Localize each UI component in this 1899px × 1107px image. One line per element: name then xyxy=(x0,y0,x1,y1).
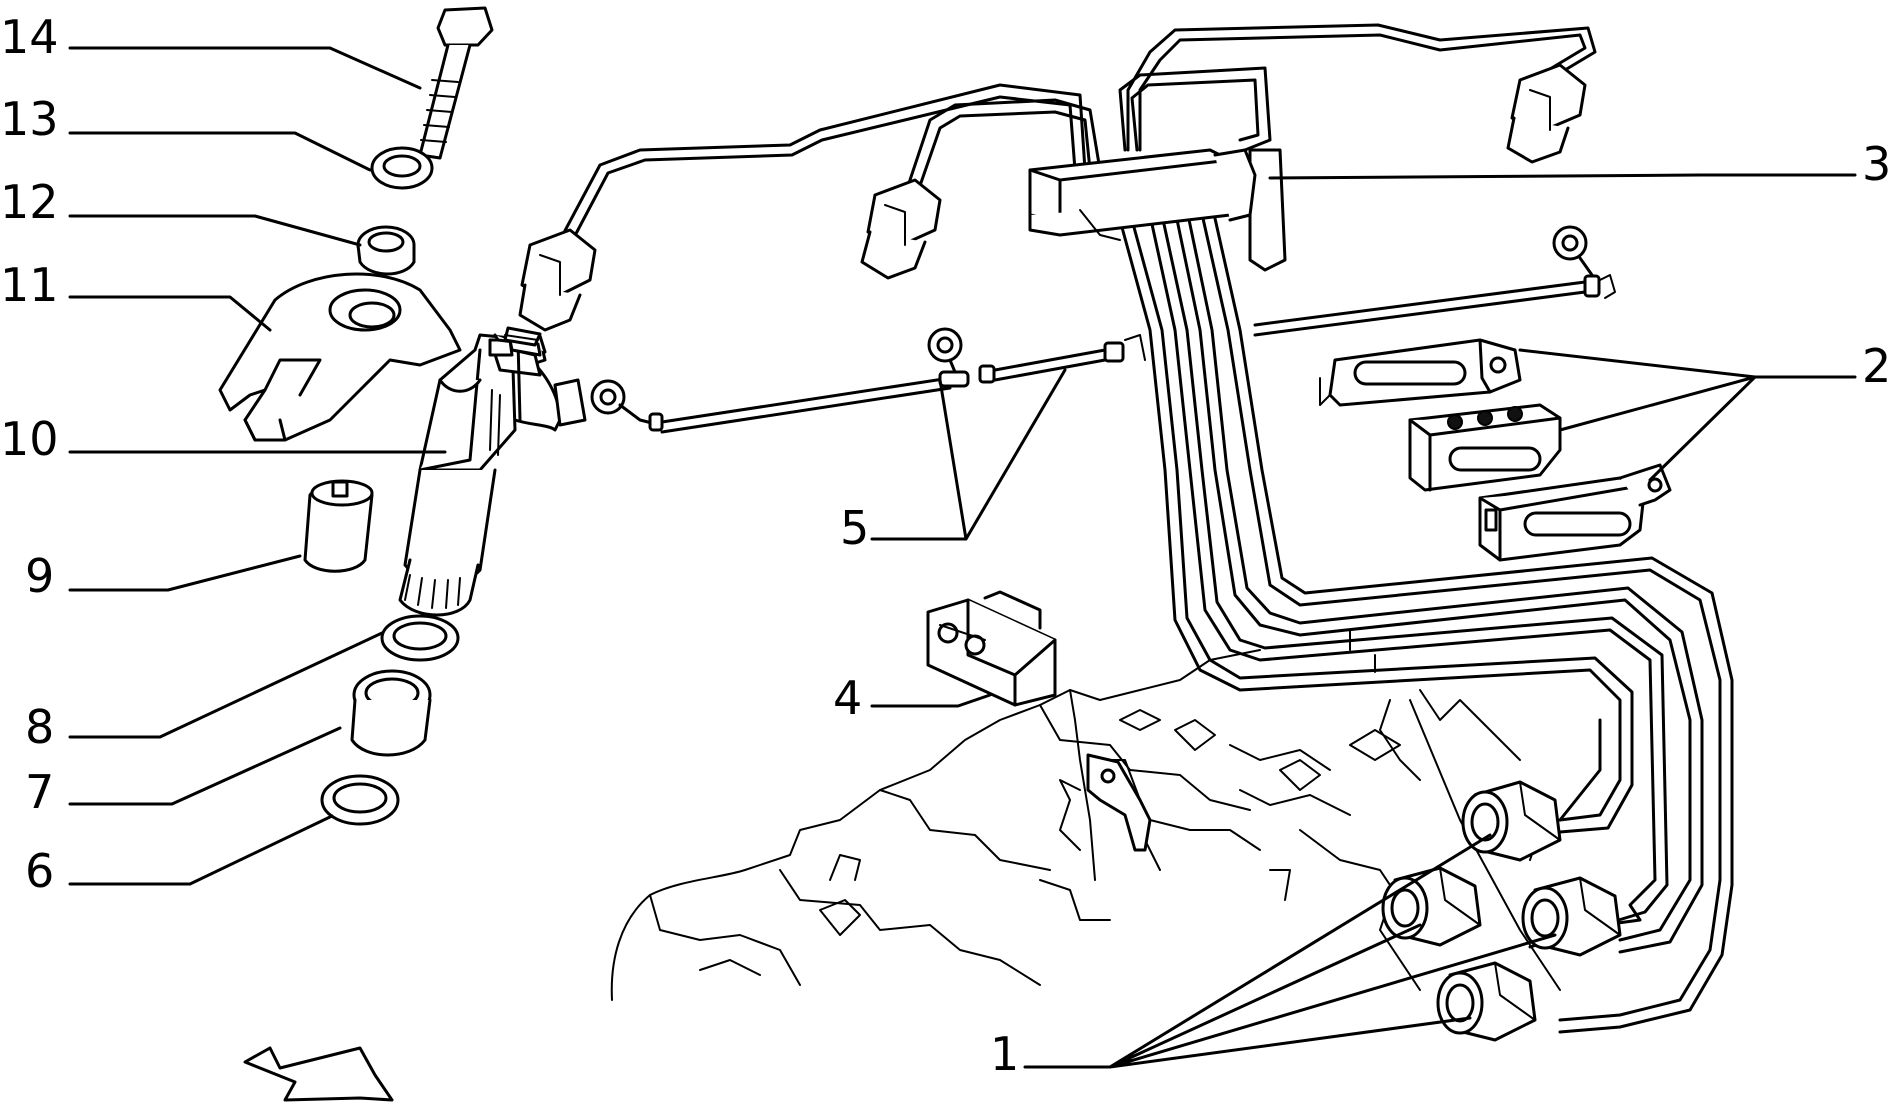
leader-lines xyxy=(68,46,1857,1069)
callout-4: 4 xyxy=(833,671,862,725)
engine-block xyxy=(610,649,1561,1001)
connector-1a xyxy=(1461,780,1562,862)
washer-part-6 xyxy=(320,774,400,826)
injector-clamp-part-11 xyxy=(218,272,462,442)
callout-2: 2 xyxy=(1862,339,1891,393)
callout-11: 11 xyxy=(0,258,59,312)
grommet-part-4 xyxy=(926,590,1057,707)
direction-arrow-icon xyxy=(243,1046,394,1102)
callout-5: 5 xyxy=(840,501,869,555)
connector-1d xyxy=(1436,961,1537,1042)
callout-3: 3 xyxy=(1862,137,1891,191)
pipe-nut-left xyxy=(518,228,597,332)
pipe-nut-top-right xyxy=(1506,63,1587,164)
washer-part-13 xyxy=(370,146,434,190)
connector-1b xyxy=(1381,866,1482,947)
pipe-clamp-part-3 xyxy=(1028,148,1287,272)
callout-10: 10 xyxy=(0,412,59,466)
injector-part-10 xyxy=(398,326,587,617)
callout-13: 13 xyxy=(0,92,59,146)
callout-9: 9 xyxy=(25,549,54,603)
injector-pipes xyxy=(558,23,1734,1034)
bracket-lower-part-2 xyxy=(1478,463,1672,562)
sleeve-part-7 xyxy=(350,669,432,757)
ring-part-8 xyxy=(380,614,460,662)
callout-1: 1 xyxy=(990,1027,1019,1081)
nozzle-part-9 xyxy=(303,479,374,573)
connector-1c xyxy=(1521,876,1622,957)
callout-8: 8 xyxy=(25,700,54,754)
bracket-middle-part-2 xyxy=(1408,403,1562,492)
callout-12: 12 xyxy=(0,175,59,229)
callout-14: 14 xyxy=(0,10,59,64)
pipe-nut-second xyxy=(860,178,942,280)
seal-cap-part-12 xyxy=(356,225,416,276)
bracket-upper-part-2 xyxy=(1319,338,1522,407)
callout-6: 6 xyxy=(25,844,54,898)
callout-7: 7 xyxy=(25,765,54,819)
leak-off-pipes-part-5 xyxy=(590,225,1616,434)
bolt-part-14 xyxy=(418,6,494,160)
